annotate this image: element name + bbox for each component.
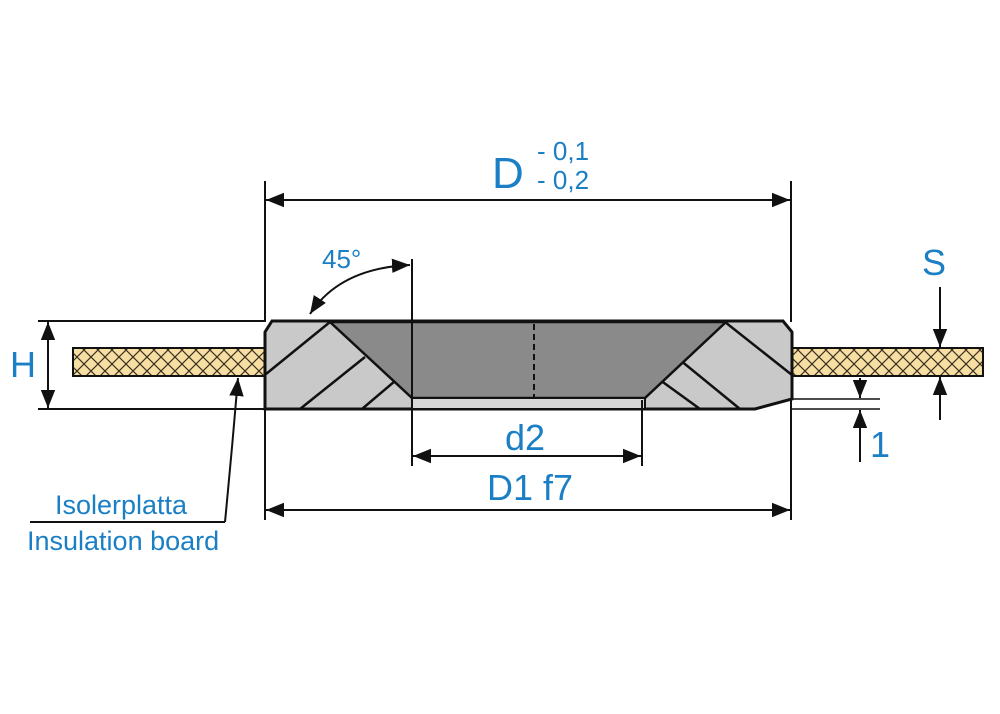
label-D1: D1 f7 [487,467,573,508]
label-board-sv: Isolerplatta [55,490,188,520]
angle-arc [309,258,411,315]
label-d2: d2 [505,417,545,458]
label-one: 1 [870,424,890,465]
hatch-left [265,321,396,410]
bottom-lip [411,397,646,410]
insulation-board-right [789,347,984,377]
label-S: S [922,242,946,283]
label-angle: 45° [322,244,361,274]
label-D: D [492,149,524,198]
label-D-tol-lower: - 0,2 [537,165,589,195]
insulation-board-left [72,347,266,377]
label-D-tol-upper: - 0,1 [537,136,589,166]
label-H: H [10,344,36,385]
hatch-right [659,321,793,411]
label-board-en: Insulation board [27,526,219,556]
